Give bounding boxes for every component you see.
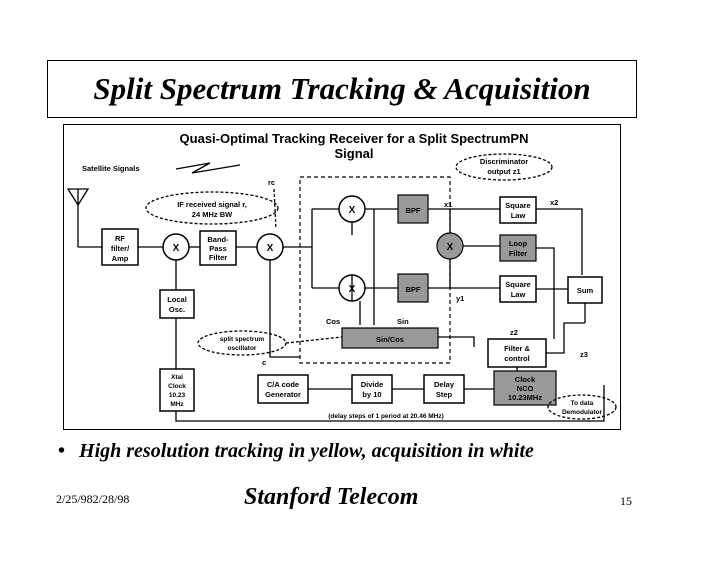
- bullet-dot: •: [58, 440, 66, 462]
- title-box: Split Spectrum Tracking & Acquisition: [47, 60, 637, 118]
- nco-2: NCO: [517, 384, 534, 393]
- to-data-2: Demodulator: [562, 409, 603, 416]
- to-data-callout: [547, 394, 617, 420]
- split-osc-1: split spectrum: [220, 336, 265, 343]
- nco-block: [493, 370, 557, 406]
- nco-1: Clock: [515, 375, 536, 384]
- filter-control-1: Filter &: [504, 344, 530, 353]
- mixer-product-label: X: [447, 242, 454, 253]
- square-law-lower-1: Square: [505, 280, 530, 289]
- rf-line2: filter/: [111, 244, 130, 253]
- split-osc-2: oscillator: [228, 345, 257, 352]
- local-osc-block: [159, 289, 195, 319]
- c-label: c: [262, 358, 266, 367]
- footer-date: 2/25/982/28/98: [56, 492, 130, 506]
- square-law-lower-2: Law: [511, 290, 526, 299]
- discriminator-line1: Discriminator: [480, 157, 528, 166]
- local-osc-2: Osc.: [169, 305, 185, 314]
- to-data-1: To data: [571, 400, 594, 407]
- diagram-title-line1: Quasi-Optimal Tracking Receiver for a Sp…: [180, 131, 529, 146]
- xtal-4: MHz: [170, 401, 184, 408]
- satellite-signals-label: Satellite Signals: [82, 164, 140, 173]
- sincos-block: [341, 327, 439, 349]
- delay-steps-note: (delay steps of 1 period at 20.46 MHz): [328, 413, 444, 420]
- bandpass-line1: Band-: [207, 235, 229, 244]
- xtal-3: 10.23: [169, 392, 186, 399]
- square-law-upper-block: [499, 196, 537, 224]
- rf-line3: Amp: [112, 254, 129, 263]
- delay-2: Step: [436, 390, 453, 399]
- diagram-svg: Quasi-Optimal Tracking Receiver for a Sp…: [66, 131, 617, 422]
- z3-label: z3: [580, 350, 588, 359]
- bullet-text: High resolution tracking in yellow, acqu…: [79, 440, 534, 462]
- filter-control-2: control: [504, 354, 529, 363]
- if-signal-callout: [145, 191, 279, 225]
- sincos-label: Sin/Cos: [376, 335, 404, 344]
- z2-label: z2: [510, 328, 518, 337]
- y1-label: y1: [456, 294, 464, 303]
- diagram-title-line2: Signal: [334, 146, 373, 161]
- page-number: 15: [620, 494, 632, 508]
- nco-3: 10.23MHz: [508, 393, 542, 402]
- bpf-upper-label: BPF: [406, 206, 421, 215]
- mixer-2-label: X: [267, 243, 274, 254]
- discriminator-callout: [455, 153, 553, 181]
- divide-1: Divide: [361, 380, 384, 389]
- footer-organization: Stanford Telecom: [244, 484, 419, 510]
- xtal-1: Xtal: [171, 374, 183, 381]
- rf-filter-block: [101, 228, 139, 266]
- mixer-1-label: X: [173, 243, 180, 254]
- rf-line1: RF: [115, 234, 125, 243]
- bandpass-filter-block: [199, 230, 237, 266]
- xtal-clock-block: [159, 368, 195, 412]
- square-law-upper-2: Law: [511, 211, 526, 220]
- cos-label: Cos: [326, 317, 340, 326]
- local-osc-1: Local: [167, 295, 187, 304]
- x1-label: x1: [444, 200, 452, 209]
- xtal-2: Clock: [168, 383, 186, 390]
- mixer-upper-label: X: [349, 205, 356, 216]
- bandpass-line2: Pass: [209, 244, 227, 253]
- bpf-lower-block: [397, 273, 429, 303]
- antenna-icon: [66, 188, 102, 248]
- bandpass-line3: Filter: [209, 253, 227, 262]
- x2-label: x2: [550, 198, 558, 207]
- sum-label: Sum: [577, 286, 594, 295]
- rc-label: rc: [268, 178, 275, 187]
- divide-2: by 10: [362, 390, 381, 399]
- ca-code-1: C/A code: [267, 380, 299, 389]
- slide-title: Split Spectrum Tracking & Acquisition: [93, 71, 591, 106]
- square-law-upper-1: Square: [505, 201, 530, 210]
- bpf-lower-label: BPF: [406, 285, 421, 294]
- delay-1: Delay: [434, 380, 455, 389]
- if-signal-line1: IF received signal r,: [177, 200, 247, 209]
- bullet-item: • High resolution tracking in yellow, acq…: [58, 440, 534, 463]
- ca-code-2: Generator: [265, 390, 301, 399]
- sin-label: Sin: [397, 317, 409, 326]
- discriminator-line2: output z1: [487, 167, 520, 176]
- if-signal-line2: 24 MHz BW: [192, 210, 233, 219]
- lightning-icon: [175, 162, 241, 174]
- loop-filter-block: [499, 234, 537, 262]
- filter-control-block: [487, 338, 547, 368]
- delay-step-block: [423, 374, 465, 404]
- loop-filter-2: Filter: [509, 249, 527, 258]
- block-diagram: Quasi-Optimal Tracking Receiver for a Sp…: [63, 124, 621, 430]
- bpf-upper-block: [397, 194, 429, 224]
- loop-filter-1: Loop: [509, 239, 528, 248]
